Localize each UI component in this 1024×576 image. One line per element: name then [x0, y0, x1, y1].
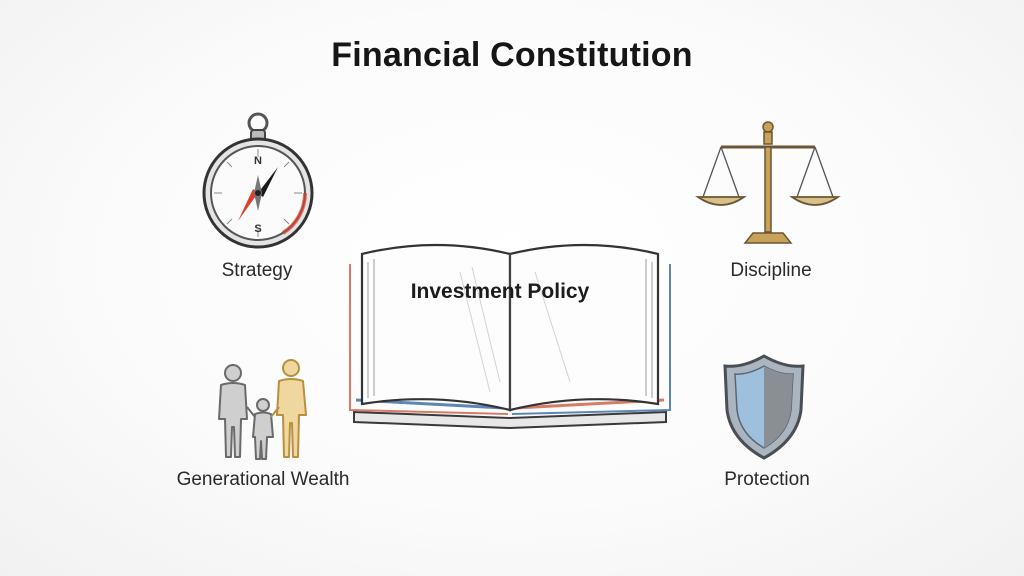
node-label-strategy: Strategy	[221, 260, 293, 281]
compass-south-letter: S	[254, 223, 261, 235]
open-book-icon	[349, 243, 671, 430]
node-label-generational-wealth: Generational Wealth	[176, 469, 350, 490]
balance-scale-icon	[695, 121, 841, 244]
center-label: Investment Policy	[410, 280, 590, 303]
family-icon	[218, 359, 307, 460]
shield-icon	[723, 354, 805, 460]
compass-north-letter: N	[254, 155, 262, 167]
diagram-title: Financial Constitution	[331, 36, 693, 74]
node-label-discipline: Discipline	[730, 260, 812, 281]
compass-icon: N S	[202, 112, 314, 249]
node-label-protection: Protection	[724, 469, 810, 490]
